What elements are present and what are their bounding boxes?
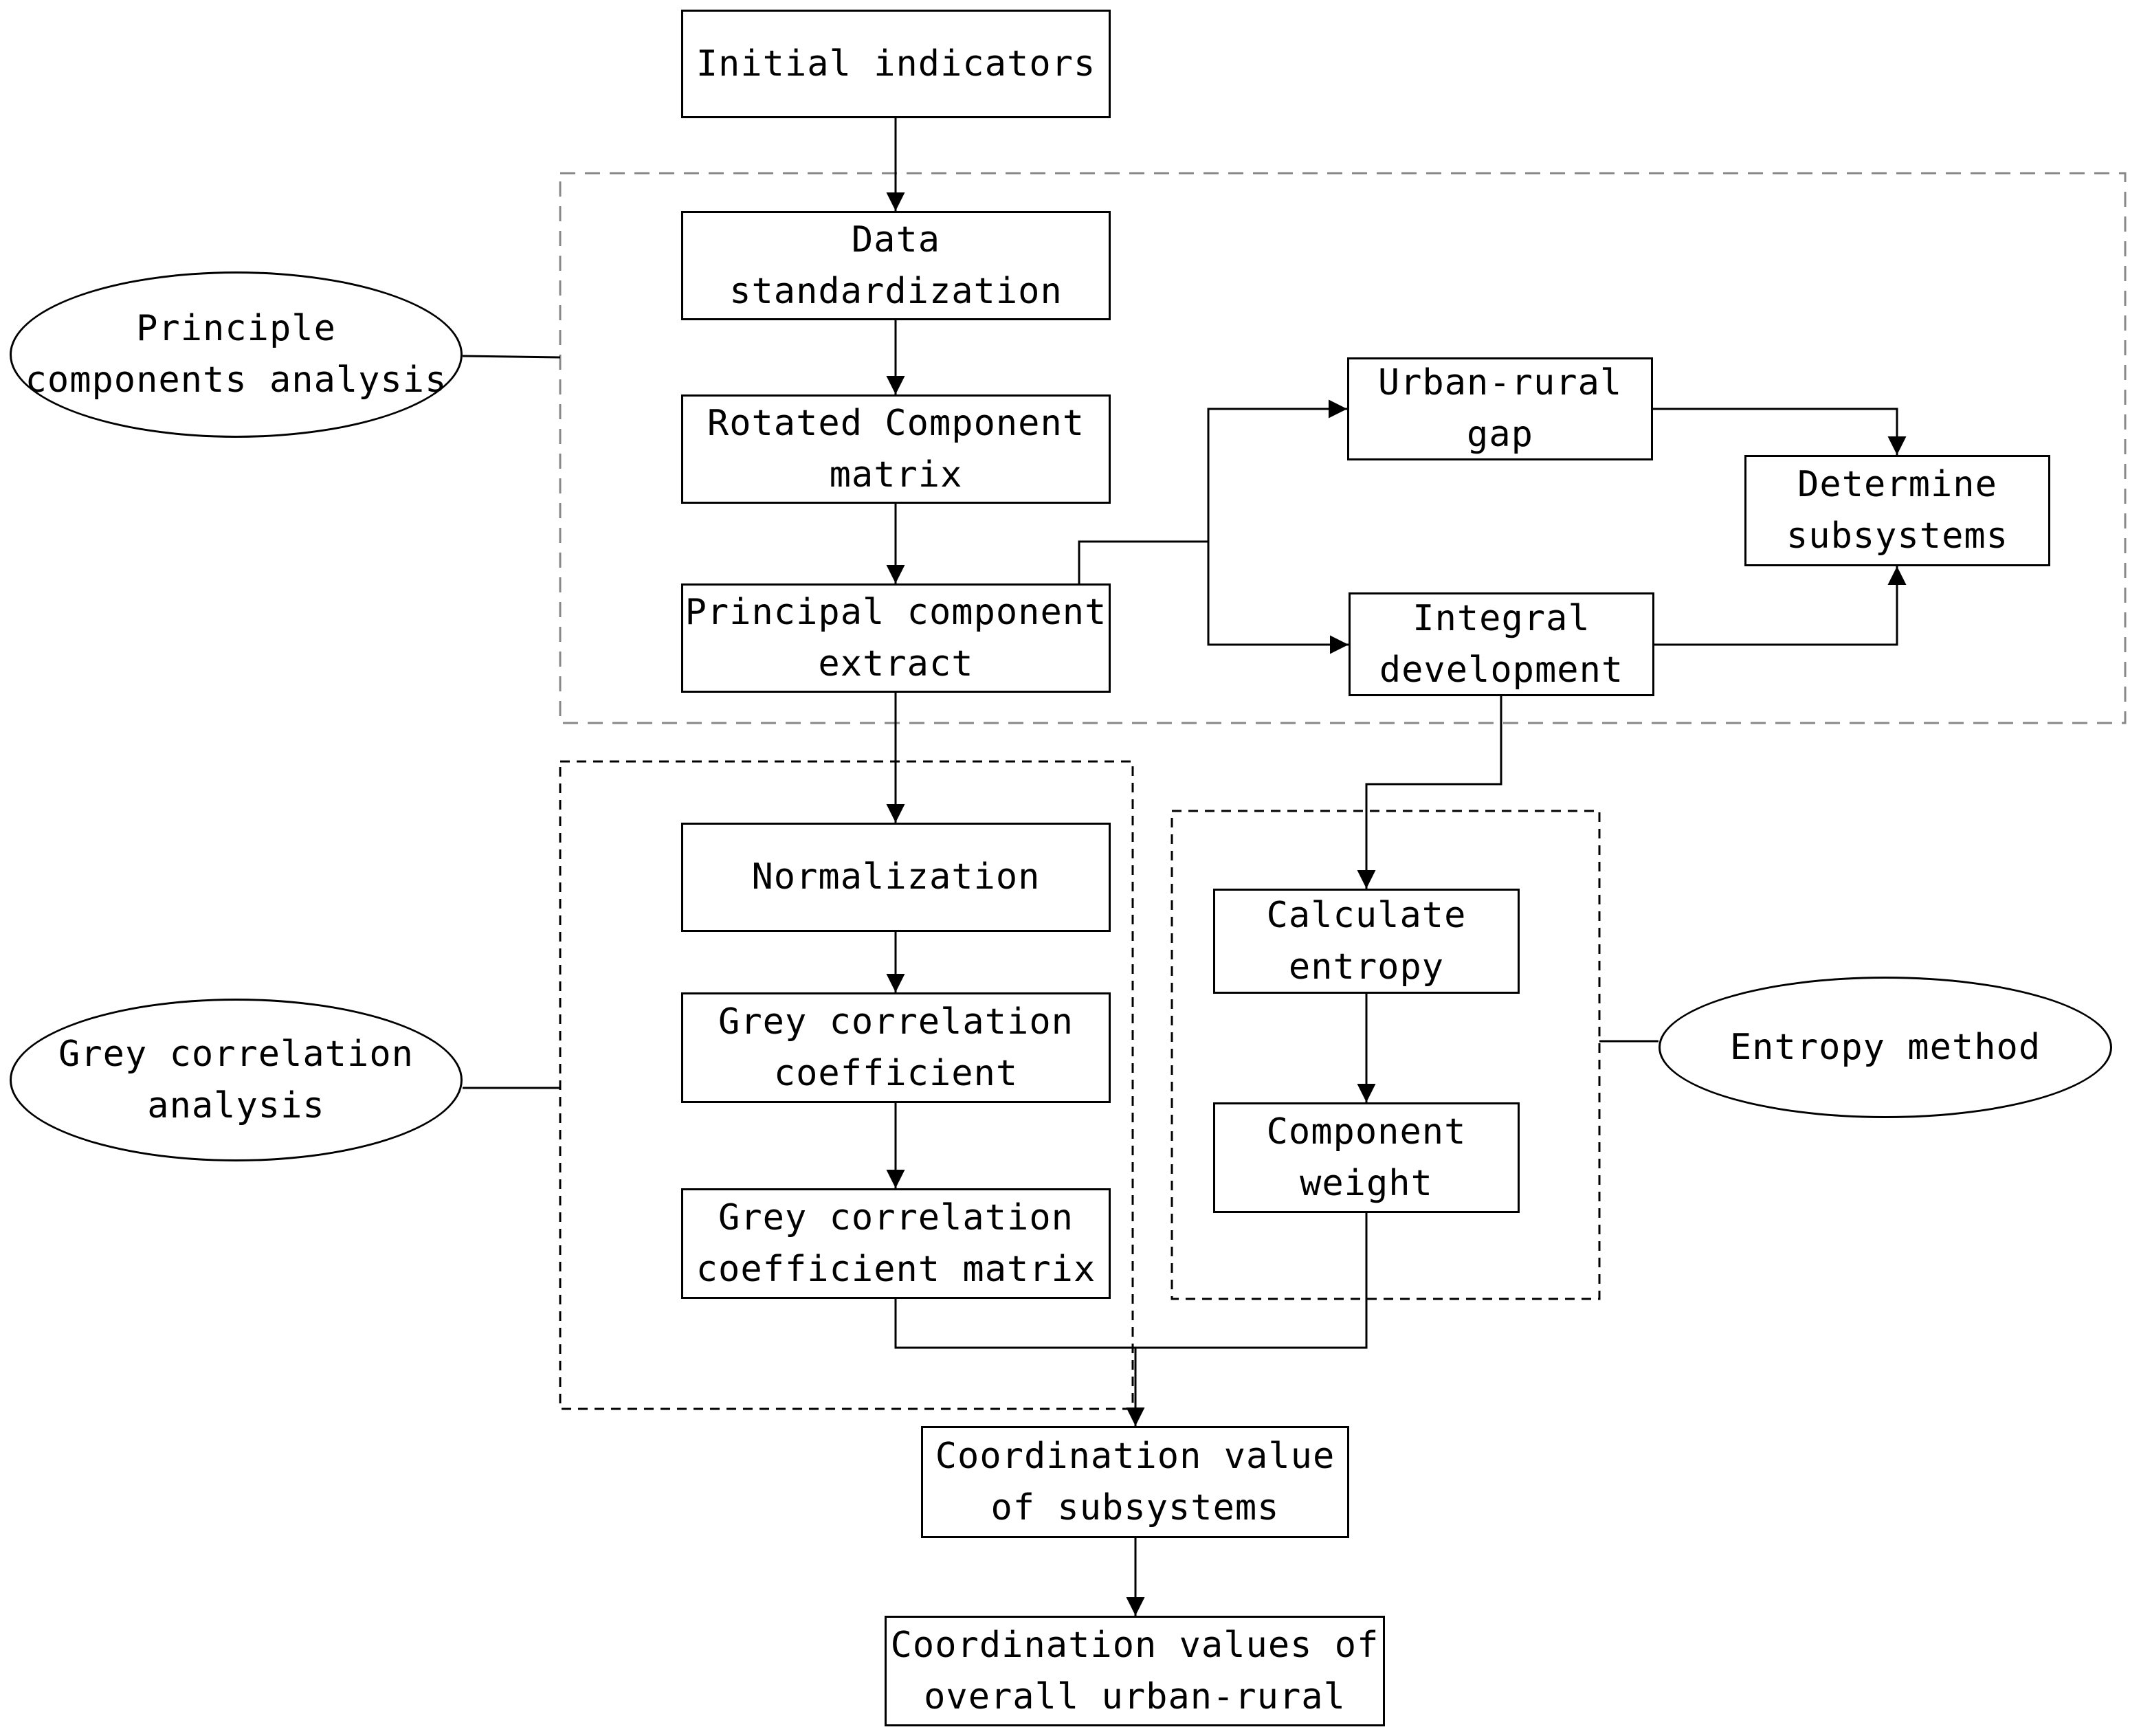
urban-rural-gap-box: Urban-rural gap — [1347, 357, 1653, 460]
arrow-integral-to-determine — [1654, 566, 1907, 646]
principal-component-extract-label: Principal component extract — [685, 591, 1107, 685]
pca-group-label: Principle components analysis — [10, 271, 463, 438]
determine-subsystems-label: Determine subsystems — [1786, 464, 2009, 557]
entropy-group-label: Entropy method — [1658, 977, 2112, 1118]
grey-correlation-coefficient-label: Grey correlation coefficient — [718, 1001, 1074, 1094]
rotated-component-matrix-box: Rotated Component matrix — [681, 394, 1111, 504]
coordination-values-overall-label: Coordination values of overall urban-rur… — [890, 1624, 1379, 1717]
arrow-branch-to-integral — [1207, 542, 1349, 654]
coordination-value-subsystems-label: Coordination value of subsystems — [935, 1435, 1335, 1528]
entropy-group-text: Entropy method — [1729, 1026, 2041, 1068]
calculate-entropy-label: Calculate entropy — [1266, 894, 1467, 988]
principal-component-extract-box: Principal component extract — [681, 583, 1111, 693]
grey-correlation-coefficient-box: Grey correlation coefficient — [681, 992, 1111, 1103]
rotated-component-matrix-label: Rotated Component matrix — [707, 402, 1085, 496]
integral-development-label: Integral development — [1379, 597, 1624, 691]
grey-group-text: Grey correlation analysis — [58, 1033, 414, 1126]
pca-label-connector — [462, 355, 561, 359]
data-standardization-label: Data standardization — [729, 219, 1063, 312]
pca-group-text: Principle components analysis — [25, 308, 447, 401]
component-weight-box: Component weight — [1213, 1102, 1520, 1213]
grey-group-label: Grey correlation analysis — [10, 999, 463, 1161]
data-standardization-box: Data standardization — [681, 211, 1111, 320]
coordination-values-overall-box: Coordination values of overall urban-rur… — [885, 1616, 1385, 1726]
normalization-label: Normalization — [751, 856, 1041, 898]
grey-correlation-matrix-box: Grey correlation coefficient matrix — [681, 1188, 1111, 1299]
urban-rural-gap-label: Urban-rural gap — [1377, 362, 1623, 455]
connector-matrix-merge — [894, 1213, 1368, 1349]
arrow-principal-to-urbanrural — [1078, 399, 1347, 583]
initial-indicators-label: Initial indicators — [696, 43, 1096, 85]
integral-development-box: Integral development — [1349, 592, 1654, 696]
component-weight-label: Component weight — [1266, 1111, 1467, 1204]
normalization-box: Normalization — [681, 823, 1111, 932]
pca-group-frame — [559, 172, 2127, 724]
initial-indicators-box: Initial indicators — [681, 10, 1111, 118]
grey-group-frame — [559, 760, 1134, 1410]
arrow-integral-to-entropy — [1357, 696, 1502, 889]
calculate-entropy-box: Calculate entropy — [1213, 889, 1520, 994]
determine-subsystems-box: Determine subsystems — [1744, 455, 2050, 566]
coordination-value-subsystems-box: Coordination value of subsystems — [921, 1426, 1349, 1538]
arrow-urbanrural-to-determine — [1653, 408, 1907, 455]
grey-correlation-matrix-label: Grey correlation coefficient matrix — [696, 1197, 1096, 1290]
entropy-group-frame — [1171, 810, 1601, 1300]
